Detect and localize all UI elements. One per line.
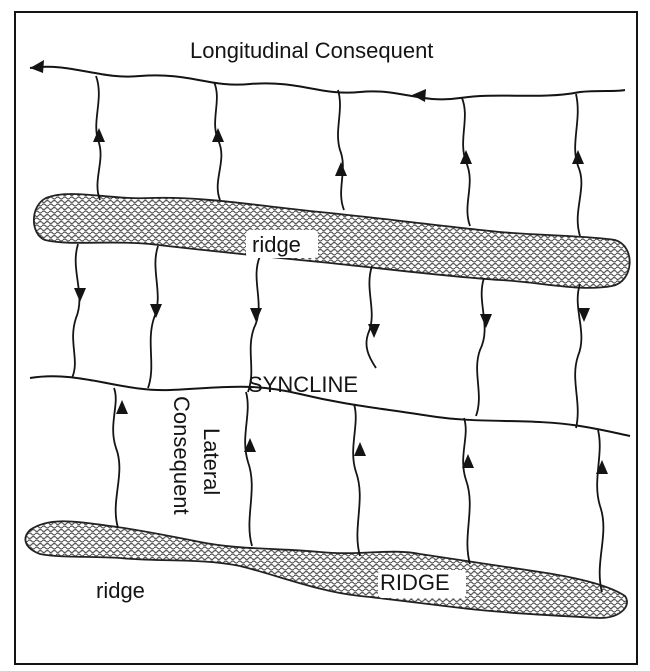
label-longitudinal-consequent: Longitudinal Consequent [190,38,433,63]
label-lateral: Lateral [199,428,224,495]
arrowhead-north [116,400,128,414]
tributary-stream [575,94,581,236]
tributary-stream [463,418,470,564]
tributary-stream [72,244,79,378]
tributary-stream [476,278,485,416]
label-ridge-bottom: ridge [96,578,145,603]
arrowhead-north [93,128,105,142]
tributary-stream [575,284,581,428]
tributary-stream [597,430,603,592]
tributary-stream [353,404,360,556]
arrowhead-south [150,304,162,318]
tributary-stream [366,266,376,368]
arrowhead-south [480,314,492,328]
arrowhead-south [74,288,86,302]
label-consequent: Consequent [169,396,194,515]
label-ridge-caps: RIDGE [380,570,450,595]
longitudinal-consequent-stream [30,67,625,100]
label-syncline: SYNCLINE [248,372,358,397]
arrowhead-north [354,442,366,456]
tributary-stream [338,90,344,210]
ridge-bottom-shape [25,521,627,618]
arrowhead-west [30,60,44,73]
tributary-stream [245,392,252,546]
tributary-stream [148,246,158,388]
arrowhead-north [572,150,584,164]
arrowhead-north [212,128,224,142]
ridge-top-shape [34,194,630,288]
arrowhead-north [460,150,472,164]
arrowhead-south [250,308,262,322]
arrowhead-west [412,89,426,102]
arrowhead-north [335,162,347,176]
label-ridge-top: ridge [252,232,301,257]
